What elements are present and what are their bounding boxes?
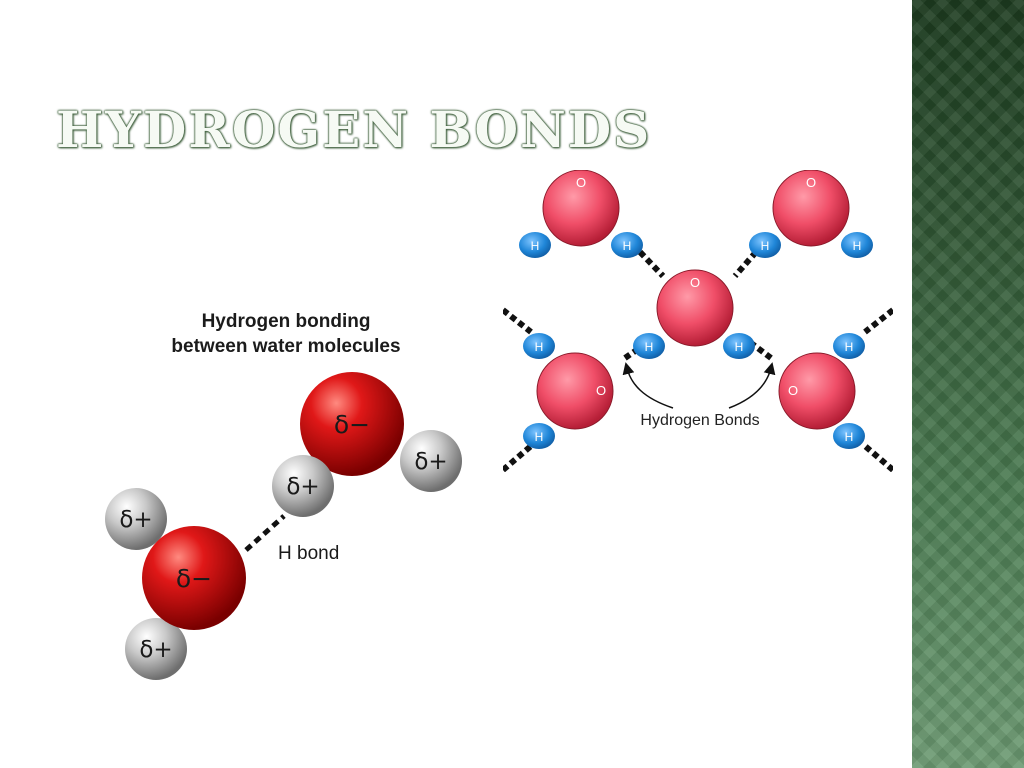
bond-dash-2 xyxy=(732,250,759,278)
h-label-5: H xyxy=(645,340,654,354)
o-label-4: O xyxy=(596,383,606,398)
o-label-5: O xyxy=(788,383,798,398)
h-bond-line xyxy=(244,514,286,552)
sidebar-decoration xyxy=(912,0,1024,768)
water-network-svg: O O O O O H H H H H H H H H H Hydrogen B… xyxy=(503,170,893,472)
right-diagram: O O O O O H H H H H H H H H H Hydrogen B… xyxy=(503,170,893,472)
lower-hydrogen-top xyxy=(105,488,167,550)
bond-dash-4 xyxy=(863,307,893,335)
upper-hydrogen-right-charge: δ+ xyxy=(414,449,447,475)
lower-hydrogen-top-charge: δ+ xyxy=(119,507,152,533)
h-label-8: H xyxy=(535,430,544,444)
h-label-4: H xyxy=(853,239,862,253)
h-lobe-4a xyxy=(523,333,555,359)
h-lobe-2b xyxy=(841,232,873,258)
upper-hydrogen-right xyxy=(400,430,462,492)
h-label-6: H xyxy=(735,340,744,354)
arrow-left xyxy=(622,362,674,409)
o-label-3: O xyxy=(690,275,700,290)
left-diagram: Hydrogen bonding between water molecules xyxy=(96,306,476,696)
slide-title: Hydrogen Bonds xyxy=(56,100,652,159)
bond-dash-1 xyxy=(637,249,666,279)
caption-line-2: between water molecules xyxy=(171,336,401,357)
h-label-9: H xyxy=(845,340,854,354)
h-lobe-5b xyxy=(833,423,865,449)
o-label-1: O xyxy=(576,175,586,190)
lower-hydrogen-bottom-charge: δ+ xyxy=(139,637,172,663)
h-lobe-2a xyxy=(749,232,781,258)
oxygen-bottom-left xyxy=(536,352,614,430)
bond-dash-7 xyxy=(503,443,533,472)
upper-hydrogen-left-charge: δ+ xyxy=(286,474,319,500)
oxygen-bottom-right xyxy=(778,352,856,430)
h-lobe-1a xyxy=(519,232,551,258)
bond-dash-3 xyxy=(503,307,533,335)
bond-dash-8 xyxy=(863,443,893,472)
h-bond-label: H bond xyxy=(278,543,339,564)
arrow-right xyxy=(728,362,776,409)
oxygen-top-right xyxy=(772,170,850,247)
water-molecules-svg: δ− δ+ δ+ δ− δ+ δ+ H bond xyxy=(105,372,462,680)
h-lobe-4b xyxy=(523,423,555,449)
h-label-1: H xyxy=(531,239,540,253)
oxygen-center xyxy=(656,269,734,347)
h-lobe-5a xyxy=(833,333,865,359)
h-label-10: H xyxy=(845,430,854,444)
lower-oxygen-charge: δ− xyxy=(176,564,212,593)
h-label-7: H xyxy=(535,340,544,354)
h-lobe-3b xyxy=(723,333,755,359)
upper-oxygen-charge: δ− xyxy=(334,410,370,439)
oxygen-top-left xyxy=(542,170,620,247)
upper-oxygen xyxy=(300,372,404,476)
upper-hydrogen-left xyxy=(272,455,334,517)
h-lobe-3a xyxy=(633,333,665,359)
caption-line-1: Hydrogen bonding xyxy=(201,311,371,332)
h-label-2: H xyxy=(623,239,632,253)
hydrogen-bonds-label: Hydrogen Bonds xyxy=(640,412,759,429)
o-label-2: O xyxy=(806,175,816,190)
h-lobe-1b xyxy=(611,232,643,258)
h-label-3: H xyxy=(761,239,770,253)
lower-oxygen xyxy=(142,526,246,630)
lower-hydrogen-bottom xyxy=(125,618,187,680)
